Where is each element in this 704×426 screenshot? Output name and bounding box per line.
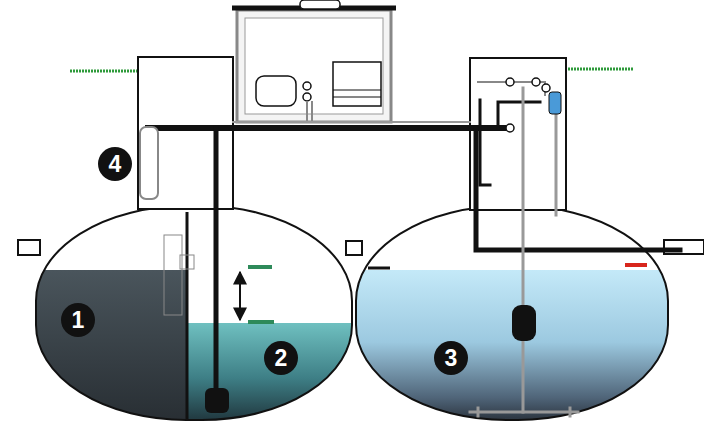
pipework bbox=[148, 82, 680, 416]
tank-contents bbox=[36, 270, 352, 420]
dosing-vessel bbox=[549, 92, 561, 114]
tank-shell bbox=[356, 206, 668, 420]
valve bbox=[506, 78, 550, 132]
submersible-pump bbox=[205, 388, 229, 413]
filter-cartridge bbox=[140, 127, 158, 199]
callout-number: 1 bbox=[61, 303, 95, 337]
tank-contents bbox=[356, 270, 668, 420]
buffer-chamber-liquid bbox=[188, 323, 352, 420]
float-switch bbox=[512, 305, 536, 341]
manhole-shaft bbox=[138, 57, 233, 209]
callout-number: 3 bbox=[434, 341, 468, 375]
partition-wall bbox=[186, 212, 189, 420]
control-cabinet bbox=[232, 0, 396, 122]
reactor-liquid bbox=[356, 270, 668, 420]
manhole-shaft bbox=[470, 58, 566, 210]
callout-number: 2 bbox=[264, 341, 298, 375]
primary-chamber-liquid bbox=[36, 270, 188, 420]
baffle bbox=[164, 235, 182, 315]
overflow-opening bbox=[180, 255, 194, 269]
tank-shell bbox=[36, 206, 352, 420]
level-markers bbox=[240, 265, 647, 322]
callout-number: 4 bbox=[98, 147, 132, 181]
